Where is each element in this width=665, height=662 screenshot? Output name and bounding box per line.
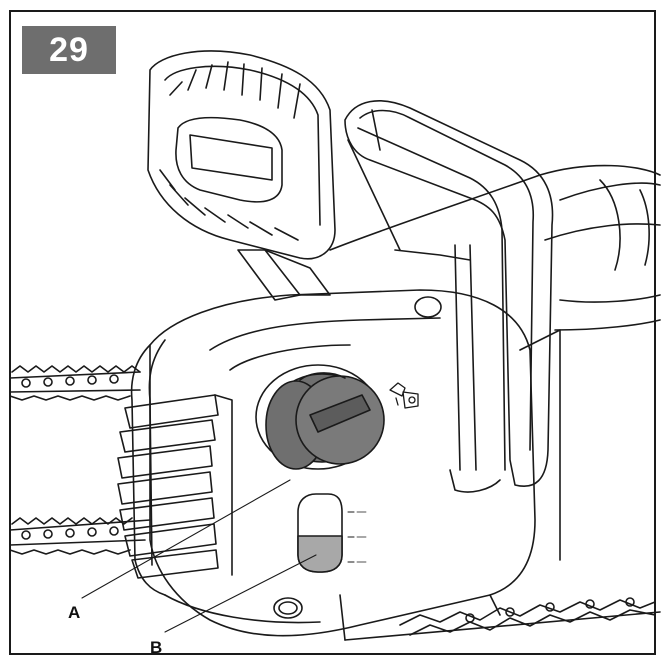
chain-rear xyxy=(344,597,661,641)
callout-label-b: B xyxy=(150,638,163,657)
oil-tank-cap xyxy=(255,364,385,470)
oil-symbol xyxy=(389,382,419,409)
rear-handle xyxy=(344,100,554,493)
figure-number-badge: 29 xyxy=(22,26,116,74)
figure-border xyxy=(9,10,656,655)
chain-upper xyxy=(9,365,141,401)
hand-guard xyxy=(147,50,336,301)
callout-label-a: A xyxy=(68,603,81,622)
chain-lower xyxy=(9,517,133,555)
motor-housing xyxy=(329,164,661,331)
oil-level-window xyxy=(297,493,367,573)
callout-leaders xyxy=(81,479,317,633)
leader-a xyxy=(81,479,291,599)
leader-b xyxy=(164,554,317,633)
main-housing xyxy=(117,289,561,641)
